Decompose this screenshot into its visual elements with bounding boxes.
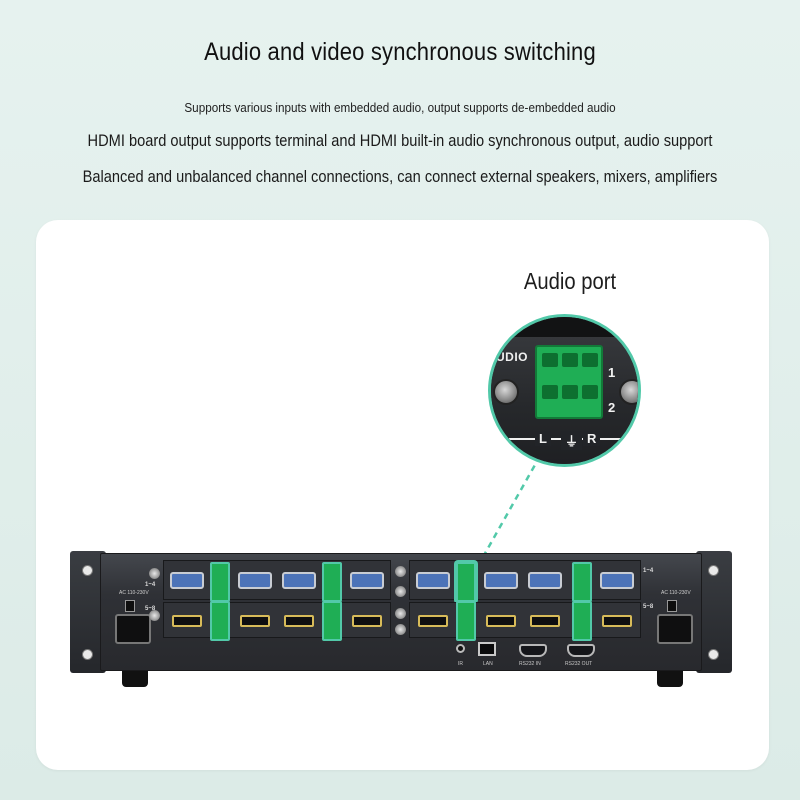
power-module-left: AC 110-230V xyxy=(107,570,177,662)
hdmi-port-icon xyxy=(284,615,314,627)
vga-port-icon xyxy=(282,572,316,589)
rack-hole xyxy=(708,649,719,660)
hdmi-port-icon xyxy=(240,615,270,627)
zoom-audio-text: UDIO xyxy=(496,350,528,364)
audio-terminal-icon xyxy=(322,562,342,602)
thumb-screw-icon xyxy=(395,566,406,577)
thumb-screw-icon xyxy=(395,608,406,619)
row-label-top: 1~4 xyxy=(643,568,654,574)
rack-ear-right xyxy=(696,551,732,673)
power-switch-icon xyxy=(667,600,677,612)
hdmi-port-icon xyxy=(486,615,516,627)
input-bay-top-right xyxy=(409,560,641,602)
rs232-in-port-icon xyxy=(519,644,547,657)
vga-port-icon xyxy=(416,572,450,589)
rs232-out-port-icon xyxy=(567,644,595,657)
thumb-screw-icon xyxy=(149,568,160,579)
rack-hole xyxy=(708,565,719,576)
power-socket-icon xyxy=(657,614,693,644)
matrix-switcher-device: AC 110-230V AC 110-230V 1~4 5~8 1~4 5~8 xyxy=(70,551,732,688)
chassis: AC 110-230V AC 110-230V 1~4 5~8 1~4 5~8 xyxy=(100,553,702,671)
thumb-screw-icon xyxy=(395,586,406,597)
rs232-in-label: RS232 IN xyxy=(519,661,541,667)
lan-port-icon xyxy=(478,642,496,656)
vga-port-icon xyxy=(528,572,562,589)
audio-terminal-icon xyxy=(456,601,476,641)
ir-port-icon xyxy=(456,644,465,653)
audio-terminal-icon xyxy=(456,562,476,602)
hdmi-port-icon xyxy=(418,615,448,627)
vga-port-icon xyxy=(350,572,384,589)
lan-label: LAN xyxy=(483,661,493,667)
right-screw-icon xyxy=(619,379,638,405)
power-socket-icon xyxy=(115,614,151,644)
power-module-right: AC 110-230V xyxy=(649,570,719,662)
output-bay-bottom-left xyxy=(163,601,391,641)
vga-port-icon xyxy=(600,572,634,589)
ac-label: AC 110-230V xyxy=(661,590,691,596)
terminal-slot xyxy=(542,385,558,399)
left-channel-label: L xyxy=(535,431,551,446)
terminal-slot xyxy=(562,385,578,399)
ac-label: AC 110-230V xyxy=(119,590,149,596)
terminal-slot xyxy=(582,385,598,399)
right-channel-label: R xyxy=(583,431,601,446)
audio-terminal-icon xyxy=(210,601,230,641)
rs232-out-label: RS232 OUT xyxy=(565,661,593,667)
row-label-bottom: 5~8 xyxy=(643,604,654,610)
vga-port-icon xyxy=(170,572,204,589)
channel-2-label: 2 xyxy=(608,400,616,415)
audio-terminal-icon xyxy=(322,601,342,641)
feature-line-3: Balanced and unbalanced channel connecti… xyxy=(82,167,718,186)
ground-icon: ⏚ xyxy=(561,431,583,450)
row-label-top: 1~4 xyxy=(145,582,156,588)
hdmi-port-icon xyxy=(602,615,632,627)
rack-hole xyxy=(82,649,93,660)
ir-label: IR xyxy=(458,661,463,667)
output-bay-bottom-right xyxy=(409,601,641,641)
device-foot-right xyxy=(657,671,683,687)
hdmi-port-icon xyxy=(352,615,382,627)
hdmi-port-icon xyxy=(172,615,202,627)
product-card xyxy=(36,220,769,770)
terminal-slot xyxy=(562,353,578,367)
hdmi-port-icon xyxy=(530,615,560,627)
audio-terminal-block-icon xyxy=(535,345,603,419)
header: Audio and video synchronous switching Su… xyxy=(0,0,800,210)
row-label-bottom: 5~8 xyxy=(145,606,156,612)
left-screw-icon xyxy=(493,379,519,405)
vga-port-icon xyxy=(484,572,518,589)
audio-port-label: Audio port xyxy=(523,268,617,294)
audio-terminal-icon xyxy=(210,562,230,602)
thumb-screw-icon xyxy=(395,624,406,635)
rack-hole xyxy=(82,565,93,576)
terminal-slot xyxy=(582,353,598,367)
channel-1-label: 1 xyxy=(608,365,616,380)
feature-line-2: HDMI board output supports terminal and … xyxy=(87,131,713,150)
thumb-screw-icon xyxy=(149,610,160,621)
vga-port-icon xyxy=(238,572,272,589)
terminal-slot xyxy=(542,353,558,367)
feature-line-1: Supports various inputs with embedded au… xyxy=(184,100,616,115)
audio-port-zoom: UDIO 1 2 L ⏚ R xyxy=(488,314,641,467)
input-bay-top-left xyxy=(163,560,391,602)
audio-terminal-icon xyxy=(572,601,592,641)
page-title: Audio and video synchronous switching xyxy=(204,38,596,66)
device-foot-left xyxy=(122,671,148,687)
audio-terminal-icon xyxy=(572,562,592,602)
zoom-top-rail xyxy=(491,317,638,337)
power-switch-icon xyxy=(125,600,135,612)
